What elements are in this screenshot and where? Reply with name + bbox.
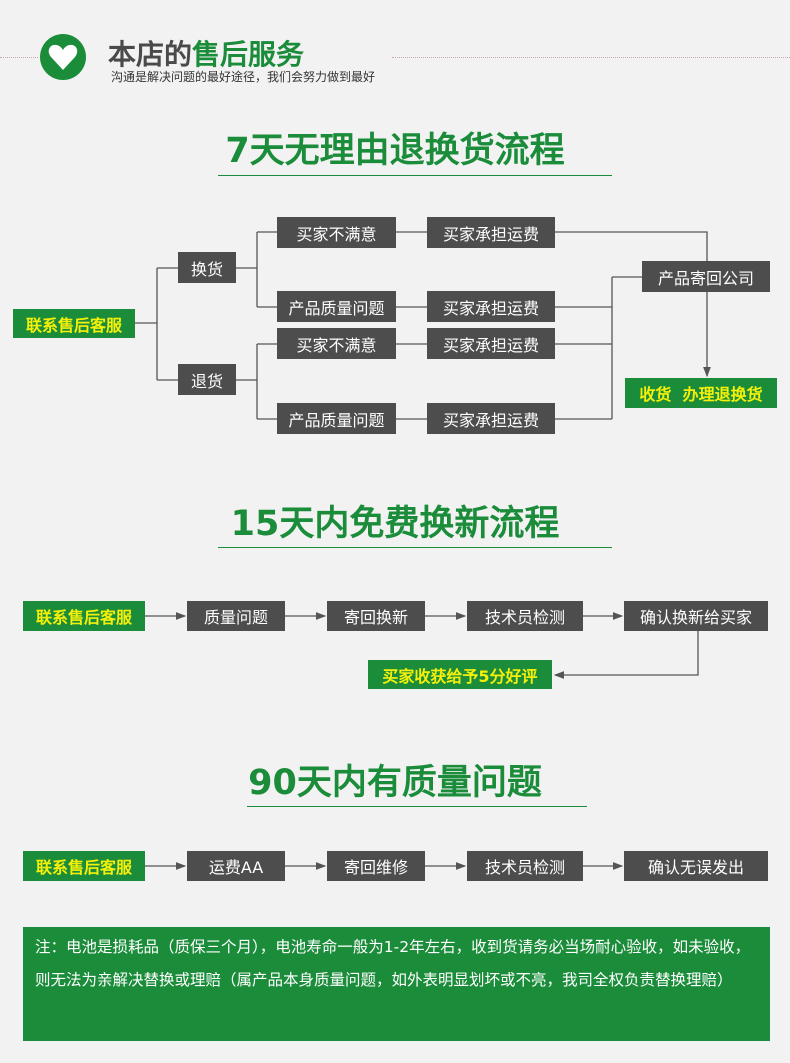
header-title: 本店的售后服务 bbox=[108, 33, 304, 73]
section1-underline bbox=[218, 175, 612, 176]
header-dotted-line-right bbox=[392, 57, 790, 58]
header-title-green: 售后服务 bbox=[192, 38, 305, 71]
section2-underline bbox=[218, 547, 612, 548]
send-back-box: 产品寄回公司 bbox=[642, 261, 770, 292]
return-quality-box: 产品质量问题 bbox=[277, 403, 396, 434]
s2-final-review: 买家收获给予5分好评 bbox=[368, 660, 552, 689]
section3-underline bbox=[247, 806, 587, 807]
receive-process-box: 收货 办理退换货 bbox=[625, 378, 777, 408]
header-title-dark: 本店的 bbox=[108, 38, 193, 71]
header-dotted-line-left bbox=[0, 57, 38, 58]
exchange-unsatisfied-box: 买家不满意 bbox=[277, 217, 396, 248]
exchange-quality-box: 产品质量问题 bbox=[277, 291, 396, 322]
s2-step-inspect: 技术员检测 bbox=[467, 601, 583, 631]
section3-heading: 90天内有质量问题 bbox=[248, 763, 542, 803]
s2-step-contact: 联系售后客服 bbox=[23, 601, 145, 631]
return-box: 退货 bbox=[178, 364, 236, 395]
s3-step-contact: 联系售后客服 bbox=[23, 851, 145, 881]
battery-note: 注：电池是损耗品（质保三个月），电池寿命一般为1-2年左右，收到货请务必当场耐心… bbox=[23, 927, 770, 1041]
s3-step-repair: 寄回维修 bbox=[327, 851, 425, 881]
shipping-box-3: 买家承担运费 bbox=[427, 328, 555, 359]
section1-heading: 7天无理由退换货流程 bbox=[225, 131, 565, 171]
s2-step-send-back: 寄回换新 bbox=[327, 601, 425, 631]
header-subtitle: 沟通是解决问题的最好途径，我们会努力做到最好 bbox=[111, 70, 376, 84]
shipping-box-4: 买家承担运费 bbox=[427, 403, 555, 434]
s2-step-quality: 质量问题 bbox=[187, 601, 285, 631]
section2-heading: 15天内免费换新流程 bbox=[230, 504, 560, 544]
exchange-box: 换货 bbox=[178, 252, 236, 283]
shipping-box-2: 买家承担运费 bbox=[427, 291, 555, 322]
shipping-box-1: 买家承担运费 bbox=[427, 217, 555, 248]
s3-step-confirm: 确认无误发出 bbox=[624, 851, 768, 881]
contact-service-box: 联系售后客服 bbox=[13, 309, 135, 338]
s3-step-shipping: 运费AA bbox=[187, 851, 285, 881]
s3-step-inspect: 技术员检测 bbox=[467, 851, 583, 881]
heart-icon bbox=[40, 34, 86, 80]
s2-step-confirm: 确认换新给买家 bbox=[624, 601, 768, 631]
return-unsatisfied-box: 买家不满意 bbox=[277, 328, 396, 359]
